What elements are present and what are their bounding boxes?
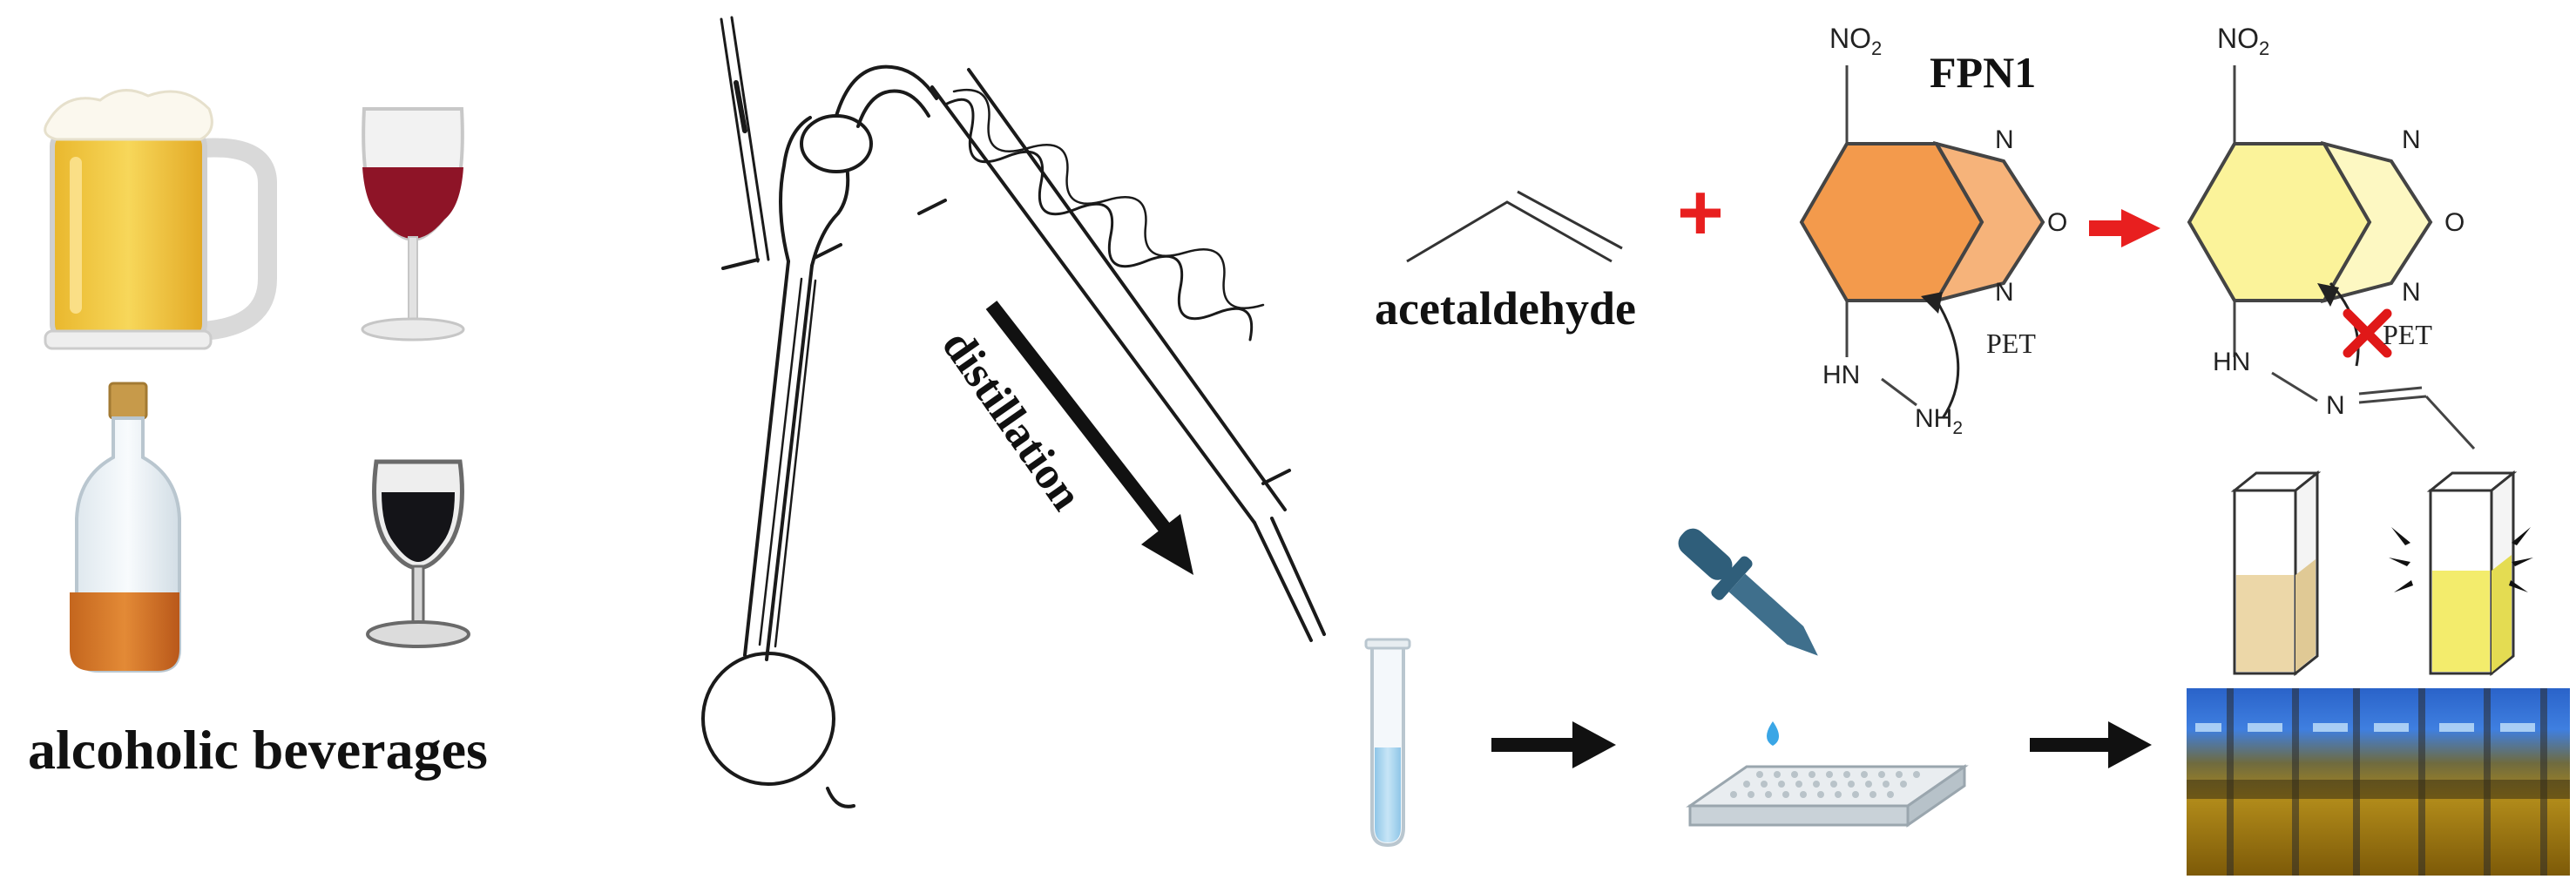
product-o: O [2444,208,2464,237]
fpn1-label: FPN1 [1930,48,2036,97]
reaction-arrow [2089,209,2160,247]
distillation-arrow [985,301,1193,575]
product-n-bottom: N [2402,278,2421,307]
dropper-icon [1678,528,1818,746]
fluorescence-rays [2389,527,2533,592]
acetaldehyde-structure [1406,190,1623,263]
fpn1-no2: NO2 [1829,23,1882,59]
fpn1-structure [1799,65,2045,419]
fpn1-hn: HN [1822,361,1860,389]
distillation-label: distillation [932,321,1092,519]
fpn1-n-top: N [1995,125,2014,154]
cuvette-fluorescent [2426,470,2518,677]
well-plate-icon [1686,764,1969,828]
fpn1-pet: PET [1986,328,2036,359]
product-no2: NO2 [2217,23,2269,59]
plus-sign: + [1677,168,1724,257]
product-pet: PET [2383,319,2432,350]
fpn1-nh2: NH2 [1915,404,1963,438]
arrow-to-plate [1491,721,1616,768]
product-n-top: N [2402,125,2421,154]
dark-wine-glass-icon [366,459,470,648]
fpn1-o: O [2047,208,2067,237]
fpn1-n-bottom: N [1995,278,2014,307]
product-structure [2187,65,2476,450]
beer-mug-icon [44,89,277,350]
acetaldehyde-label: acetaldehyde [1375,282,1636,335]
test-tube-icon [1364,638,1411,848]
product-n-imine: N [2326,391,2345,420]
liquor-bottle-icon [70,382,181,673]
arrow-to-vials [2030,721,2152,768]
distillation-apparatus-icon [701,16,1326,808]
product-hn: HN [2213,348,2250,376]
pet-blocked-cross-icon [2343,308,2392,358]
cuvette-unreacted [2230,470,2322,677]
vial-photo [2187,688,2570,876]
beverages-label: alcoholic beverages [28,719,488,781]
red-wine-glass-icon [361,107,465,342]
